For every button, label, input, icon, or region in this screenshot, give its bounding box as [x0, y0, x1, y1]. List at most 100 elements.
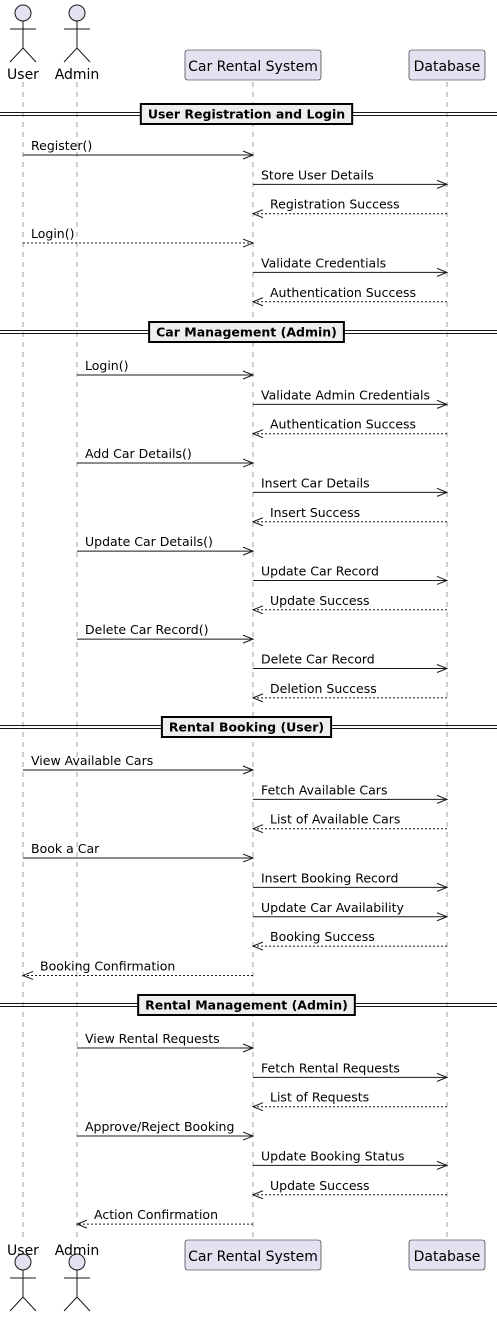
actor-admin-bottom-icon	[63, 1253, 91, 1312]
arrowhead-icon	[242, 1131, 255, 1141]
arrowhead-icon	[436, 1072, 449, 1082]
actor-admin-top-icon	[63, 4, 91, 63]
section-divider: User Registration and Login	[0, 103, 497, 125]
arrowhead-icon	[75, 1219, 88, 1229]
message-label: Booking Confirmation	[40, 958, 175, 973]
message-label: Update Car Availability	[261, 900, 404, 915]
message-arrow: Update Booking Status	[253, 1148, 449, 1170]
message-label: Insert Car Details	[261, 475, 370, 490]
participant-db-label-top: Database	[414, 59, 481, 75]
arrowhead-icon	[242, 853, 255, 863]
actor-admin-label-bottom: Admin	[55, 1243, 100, 1259]
arrowhead-icon	[436, 912, 449, 922]
message-label: Update Success	[270, 593, 370, 608]
message-label: List of Available Cars	[270, 812, 400, 827]
arrowhead-icon	[436, 575, 449, 585]
actor-user-top-icon	[9, 4, 37, 63]
participant-headers-top: User Admin Car Rental System Database	[7, 4, 486, 83]
arrowhead-icon	[242, 634, 255, 644]
section-title: Rental Booking (User)	[169, 720, 324, 735]
message-arrow: Fetch Available Cars	[253, 782, 449, 804]
section-title: Car Management (Admin)	[156, 325, 337, 340]
actor-admin-label-top: Admin	[55, 67, 100, 83]
arrowhead-icon	[242, 765, 255, 775]
message-arrow: Book a Car	[23, 841, 255, 863]
message-arrow: Update Car Availability	[253, 900, 449, 922]
message-arrow: Booking Success	[251, 929, 447, 951]
arrowhead-icon	[251, 1102, 264, 1112]
message-arrow: Login()	[23, 226, 255, 248]
arrowhead-icon	[242, 150, 255, 160]
message-arrow: List of Requests	[251, 1090, 447, 1112]
message-arrow: Validate Credentials	[253, 255, 449, 277]
message-label: Add Car Details()	[85, 446, 192, 461]
actor-user-bottom-icon	[9, 1253, 37, 1312]
message-label: Update Success	[270, 1178, 370, 1193]
message-label: Booking Success	[270, 929, 375, 944]
message-arrow: Authentication Success	[251, 417, 447, 439]
message-arrow: Authentication Success	[251, 285, 447, 307]
message-arrow: Add Car Details()	[77, 446, 255, 468]
arrowhead-icon	[436, 487, 449, 497]
message-label: Book a Car	[31, 841, 100, 856]
message-label: View Available Cars	[31, 753, 153, 768]
message-label: Insert Booking Record	[261, 870, 398, 885]
message-arrow: Login()	[77, 358, 255, 380]
message-arrow: Update Success	[251, 1178, 447, 1200]
message-arrow: Deletion Success	[251, 681, 447, 703]
arrowhead-icon	[436, 267, 449, 277]
arrowhead-icon	[242, 458, 255, 468]
message-label: Delete Car Record()	[85, 622, 209, 637]
arrowhead-icon	[436, 179, 449, 189]
message-arrow: Update Car Details()	[77, 534, 255, 556]
participant-db-bottom: Database	[408, 1239, 486, 1271]
section-divider: Rental Booking (User)	[0, 716, 497, 738]
message-label: Validate Credentials	[261, 255, 386, 270]
actor-user-label-top: User	[7, 67, 39, 83]
arrowhead-icon	[21, 970, 34, 980]
message-arrow: Insert Success	[251, 505, 447, 527]
message-arrow: Booking Confirmation	[21, 958, 253, 980]
message-arrow: Update Car Record	[253, 563, 449, 585]
section-title: User Registration and Login	[148, 107, 345, 122]
message-label: Fetch Available Cars	[261, 782, 387, 797]
message-arrow: Validate Admin Credentials	[253, 387, 449, 409]
arrowhead-icon	[251, 693, 264, 703]
arrowhead-icon	[251, 517, 264, 527]
message-label: View Rental Requests	[85, 1031, 220, 1046]
message-label: Authentication Success	[270, 417, 416, 432]
message-label: Deletion Success	[270, 681, 377, 696]
message-label: Action Confirmation	[94, 1207, 218, 1222]
participant-db-label-bottom: Database	[414, 1249, 481, 1265]
message-arrow: Approve/Reject Booking	[77, 1119, 255, 1141]
message-arrow: Action Confirmation	[75, 1207, 253, 1229]
message-label: Delete Car Record	[261, 652, 375, 667]
message-arrow: Registration Success	[251, 197, 447, 219]
message-arrow: Register()	[23, 138, 255, 160]
message-label: Authentication Success	[270, 285, 416, 300]
participant-system-top: Car Rental System	[184, 49, 322, 81]
message-arrow: Fetch Rental Requests	[253, 1060, 449, 1082]
message-arrow: View Rental Requests	[77, 1031, 255, 1053]
arrowhead-icon	[242, 238, 255, 248]
message-label: Registration Success	[270, 197, 400, 212]
arrowhead-icon	[251, 824, 264, 834]
participant-system-bottom: Car Rental System	[184, 1239, 322, 1271]
arrowhead-icon	[242, 1043, 255, 1053]
messages: Register() Store User DetailsRegistration…	[21, 138, 449, 1229]
arrowhead-icon	[251, 429, 264, 439]
message-label: Store User Details	[261, 167, 374, 182]
message-label: List of Requests	[270, 1090, 369, 1105]
message-label: Update Car Record	[261, 563, 379, 578]
message-label: Update Car Details()	[85, 534, 213, 549]
message-label: Register()	[31, 138, 92, 153]
arrowhead-icon	[251, 605, 264, 615]
participant-system-label-top: Car Rental System	[188, 59, 318, 75]
arrowhead-icon	[436, 882, 449, 892]
participant-db-top: Database	[408, 49, 486, 81]
arrowhead-icon	[436, 1160, 449, 1170]
message-arrow: Delete Car Record()	[77, 622, 255, 644]
arrowhead-icon	[251, 941, 264, 951]
section-title: Rental Management (Admin)	[145, 998, 348, 1013]
